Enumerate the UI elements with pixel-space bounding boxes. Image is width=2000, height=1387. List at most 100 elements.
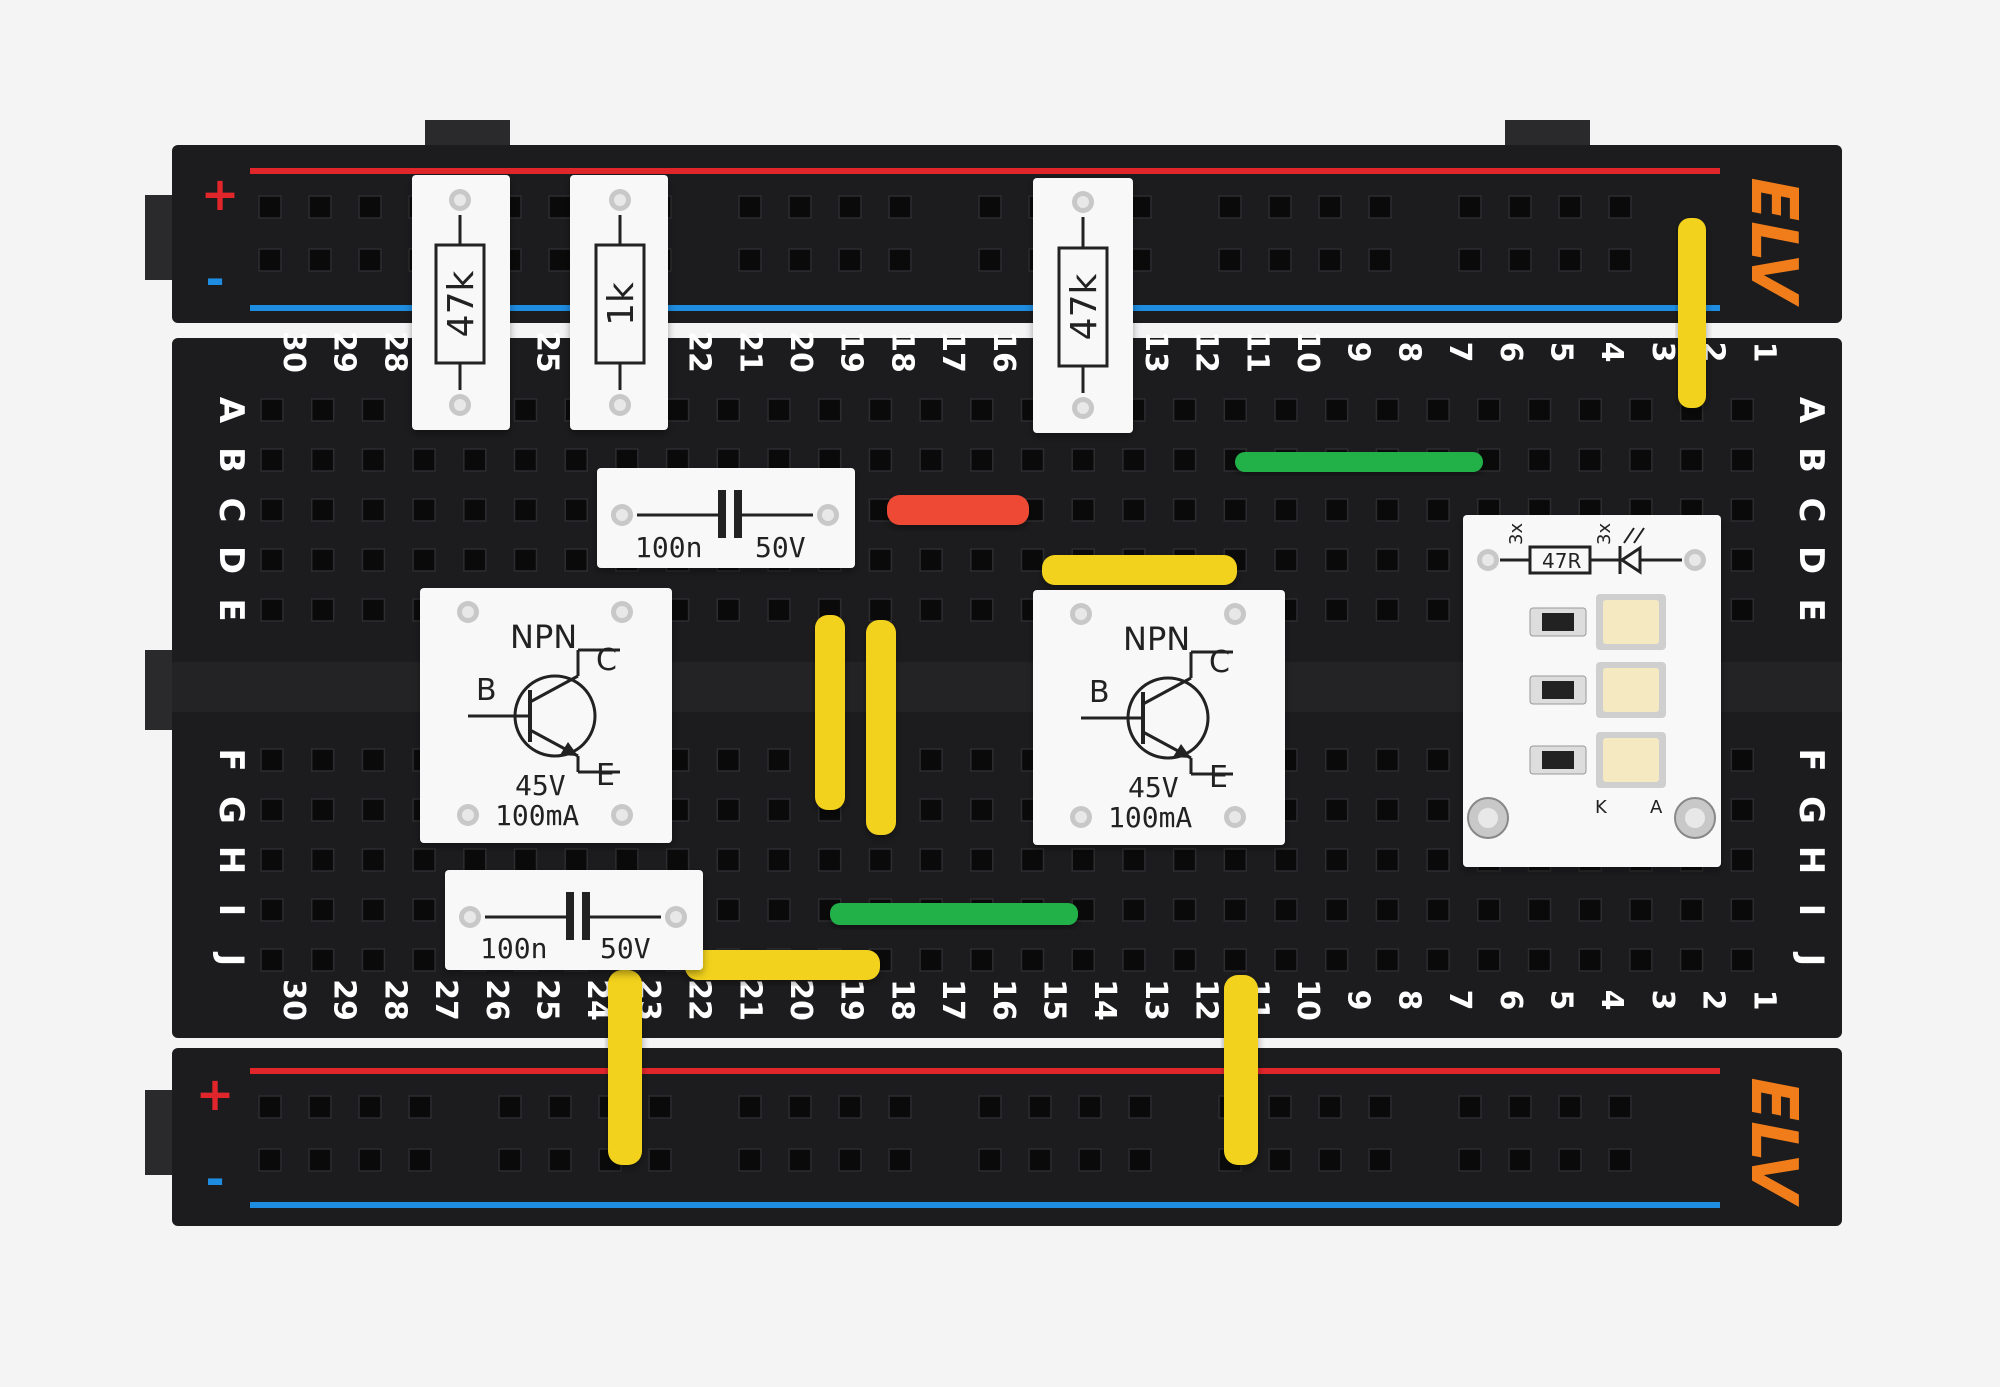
contact-hole[interactable]	[564, 448, 588, 472]
contact-hole[interactable]	[1274, 398, 1298, 422]
contact-hole[interactable]	[1608, 1148, 1632, 1172]
contact-hole[interactable]	[1608, 248, 1632, 272]
contact-hole[interactable]	[1375, 948, 1400, 972]
contact-hole[interactable]	[1268, 1095, 1292, 1119]
contact-hole[interactable]	[1223, 948, 1248, 972]
contact-hole[interactable]	[1172, 448, 1197, 472]
contact-hole[interactable]	[1558, 195, 1582, 219]
contact-hole[interactable]	[970, 948, 994, 972]
contact-hole[interactable]	[1274, 548, 1298, 572]
transistor-module-npn[interactable]: NPN C B E 45V 100mA	[1033, 590, 1285, 845]
contact-hole[interactable]	[548, 248, 572, 272]
contact-hole[interactable]	[970, 398, 994, 422]
contact-hole[interactable]	[1375, 898, 1400, 922]
contact-hole[interactable]	[1426, 498, 1450, 522]
contact-hole[interactable]	[919, 548, 943, 572]
contact-hole[interactable]	[1172, 398, 1197, 422]
contact-hole[interactable]	[1172, 948, 1197, 972]
contact-hole[interactable]	[970, 548, 994, 572]
contact-hole[interactable]	[1375, 848, 1400, 872]
contact-hole[interactable]	[888, 1095, 912, 1119]
contact-hole[interactable]	[838, 195, 862, 219]
contact-hole[interactable]	[308, 1095, 332, 1119]
contact-hole[interactable]	[1679, 448, 1704, 472]
contact-hole[interactable]	[308, 195, 332, 219]
contact-hole[interactable]	[361, 548, 386, 572]
contact-hole[interactable]	[1426, 898, 1450, 922]
contact-hole[interactable]	[970, 748, 994, 772]
contact-hole[interactable]	[361, 498, 386, 522]
contact-hole[interactable]	[1318, 1095, 1342, 1119]
contact-hole[interactable]	[868, 548, 893, 572]
contact-hole[interactable]	[1629, 448, 1653, 472]
contact-hole[interactable]	[1375, 398, 1400, 422]
contact-hole[interactable]	[788, 1095, 812, 1119]
contact-hole[interactable]	[310, 448, 335, 472]
contact-hole[interactable]	[716, 398, 741, 422]
contact-hole[interactable]	[1578, 898, 1602, 922]
contact-hole[interactable]	[513, 448, 538, 472]
contact-hole[interactable]	[412, 948, 436, 972]
contact-hole[interactable]	[1426, 798, 1450, 822]
contact-hole[interactable]	[1128, 1148, 1152, 1172]
contact-hole[interactable]	[1274, 848, 1298, 872]
contact-hole[interactable]	[919, 398, 943, 422]
contact-hole[interactable]	[1122, 948, 1146, 972]
contact-hole[interactable]	[788, 1148, 812, 1172]
contact-hole[interactable]	[888, 248, 912, 272]
led-module[interactable]: 3x 3x 47R K A	[1463, 515, 1721, 867]
jumper-wire-yellow[interactable]	[866, 620, 896, 835]
contact-hole[interactable]	[310, 398, 335, 422]
contact-hole[interactable]	[1730, 448, 1755, 472]
resistor-module-47k[interactable]: 47k	[1033, 178, 1133, 433]
contact-hole[interactable]	[817, 848, 842, 872]
contact-hole[interactable]	[738, 1148, 762, 1172]
contact-hole[interactable]	[260, 448, 284, 472]
contact-hole[interactable]	[1078, 1148, 1102, 1172]
contact-hole[interactable]	[358, 1095, 382, 1119]
contact-hole[interactable]	[767, 798, 791, 822]
contact-hole[interactable]	[1730, 598, 1755, 622]
contact-hole[interactable]	[978, 1095, 1002, 1119]
contact-hole[interactable]	[1508, 1148, 1532, 1172]
contact-hole[interactable]	[1629, 948, 1653, 972]
contact-hole[interactable]	[919, 598, 943, 622]
contact-hole[interactable]	[361, 948, 386, 972]
contact-hole[interactable]	[1426, 548, 1450, 572]
contact-hole[interactable]	[1318, 195, 1342, 219]
contact-hole[interactable]	[1368, 1148, 1392, 1172]
contact-hole[interactable]	[1324, 848, 1349, 872]
contact-hole[interactable]	[1730, 398, 1755, 422]
contact-hole[interactable]	[361, 398, 386, 422]
contact-hole[interactable]	[1223, 848, 1248, 872]
contact-hole[interactable]	[564, 498, 588, 522]
contact-hole[interactable]	[1508, 1095, 1532, 1119]
contact-hole[interactable]	[463, 848, 487, 872]
jumper-wire-yellow[interactable]	[1042, 555, 1237, 585]
contact-hole[interactable]	[665, 848, 690, 872]
contact-hole[interactable]	[1172, 898, 1197, 922]
contact-hole[interactable]	[1324, 398, 1349, 422]
contact-hole[interactable]	[1679, 898, 1704, 922]
contact-hole[interactable]	[1558, 248, 1582, 272]
contact-hole[interactable]	[665, 448, 690, 472]
contact-hole[interactable]	[838, 1095, 862, 1119]
contact-hole[interactable]	[1679, 948, 1704, 972]
contact-hole[interactable]	[1020, 948, 1045, 972]
contact-hole[interactable]	[716, 898, 741, 922]
contact-hole[interactable]	[648, 1148, 672, 1172]
contact-hole[interactable]	[564, 848, 588, 872]
contact-hole[interactable]	[1318, 1148, 1342, 1172]
contact-hole[interactable]	[919, 798, 943, 822]
contact-hole[interactable]	[970, 448, 994, 472]
contact-hole[interactable]	[767, 848, 791, 872]
contact-hole[interactable]	[919, 448, 943, 472]
contact-hole[interactable]	[738, 195, 762, 219]
contact-hole[interactable]	[1608, 195, 1632, 219]
transistor-module-npn[interactable]: NPN C B E 45V 100mA	[420, 588, 672, 843]
contact-hole[interactable]	[1078, 1095, 1102, 1119]
contact-hole[interactable]	[498, 1148, 522, 1172]
contact-hole[interactable]	[310, 548, 335, 572]
contact-hole[interactable]	[817, 398, 842, 422]
contact-hole[interactable]	[1608, 1095, 1632, 1119]
